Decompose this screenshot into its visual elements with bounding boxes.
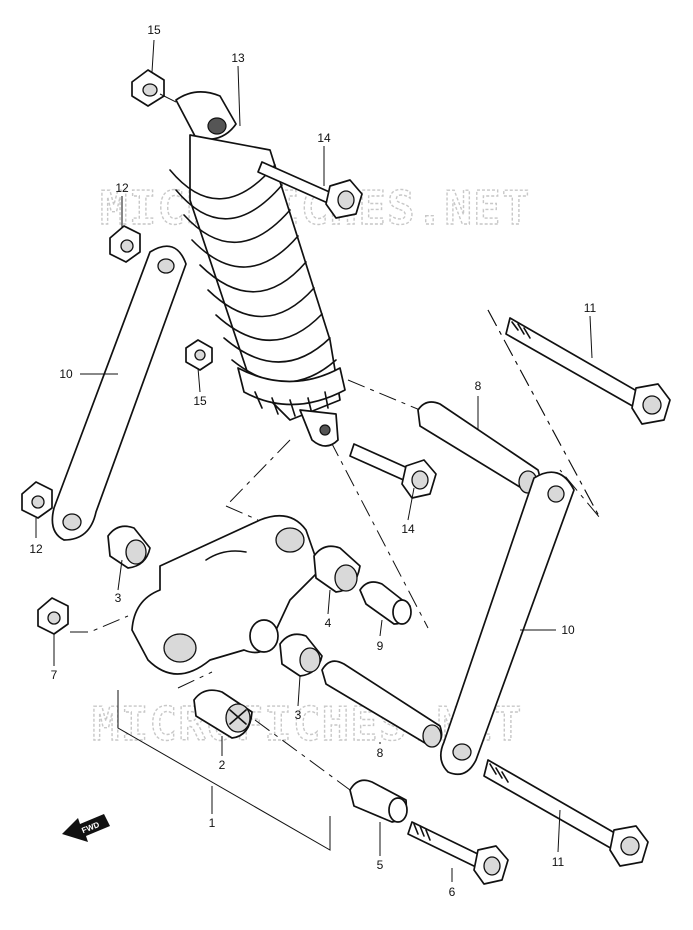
leader-lines	[35, 39, 593, 882]
callout-2: 2	[219, 758, 226, 772]
bolt-14-lower	[349, 443, 437, 499]
callout-10-right: 10	[561, 623, 575, 637]
nut-15-upper	[131, 69, 181, 107]
nut-12-lower	[21, 481, 53, 519]
bolt-11-lower	[483, 759, 649, 867]
callout-4: 4	[325, 616, 332, 630]
bearing-3-upper	[107, 525, 151, 569]
nut-12-upper	[109, 225, 141, 263]
bearing-4	[313, 545, 361, 593]
spacer-9	[359, 581, 412, 625]
callout-1: 1	[209, 816, 216, 830]
bearing-3-lower	[279, 633, 323, 677]
link-10-left	[51, 245, 187, 541]
callout-6: 6	[449, 885, 456, 899]
bracket-part-1	[117, 690, 331, 851]
callout-labels: 15 13 14 12 10 15 11 8 14 12 3 4 9 10 7 …	[29, 23, 596, 899]
nut-7	[37, 597, 69, 635]
link-10-right	[439, 471, 575, 776]
callout-9: 9	[377, 639, 384, 653]
callout-15-top: 15	[147, 23, 161, 37]
bearing-2	[193, 689, 253, 739]
callout-10-left: 10	[59, 367, 73, 381]
nut-15-lower	[185, 339, 213, 371]
bolt-14-upper	[257, 161, 363, 219]
callout-15-mid: 15	[193, 394, 207, 408]
callout-12-top: 12	[115, 181, 129, 195]
callout-12-left: 12	[29, 542, 43, 556]
callout-7: 7	[51, 668, 58, 682]
bolt-6	[407, 821, 509, 885]
callout-13: 13	[231, 51, 245, 65]
callout-11-bottom: 11	[552, 855, 565, 869]
spacer-8-upper	[417, 401, 541, 494]
callout-14-mid: 14	[401, 522, 415, 536]
callout-3-lower: 3	[295, 708, 302, 722]
callout-8-lower: 8	[377, 746, 384, 760]
callout-14-top: 14	[317, 131, 331, 145]
callout-8-top: 8	[475, 379, 482, 393]
callout-11-top: 11	[584, 301, 597, 315]
shock-absorber-13	[169, 91, 346, 447]
spacer-8-lower	[321, 660, 443, 748]
callout-5: 5	[377, 858, 384, 872]
callout-3-upper: 3	[115, 591, 122, 605]
spacer-5	[349, 779, 408, 823]
cushion-lever-1	[131, 514, 321, 675]
bolt-11-upper	[505, 317, 671, 425]
fwd-arrow-icon: FWD	[62, 814, 110, 842]
